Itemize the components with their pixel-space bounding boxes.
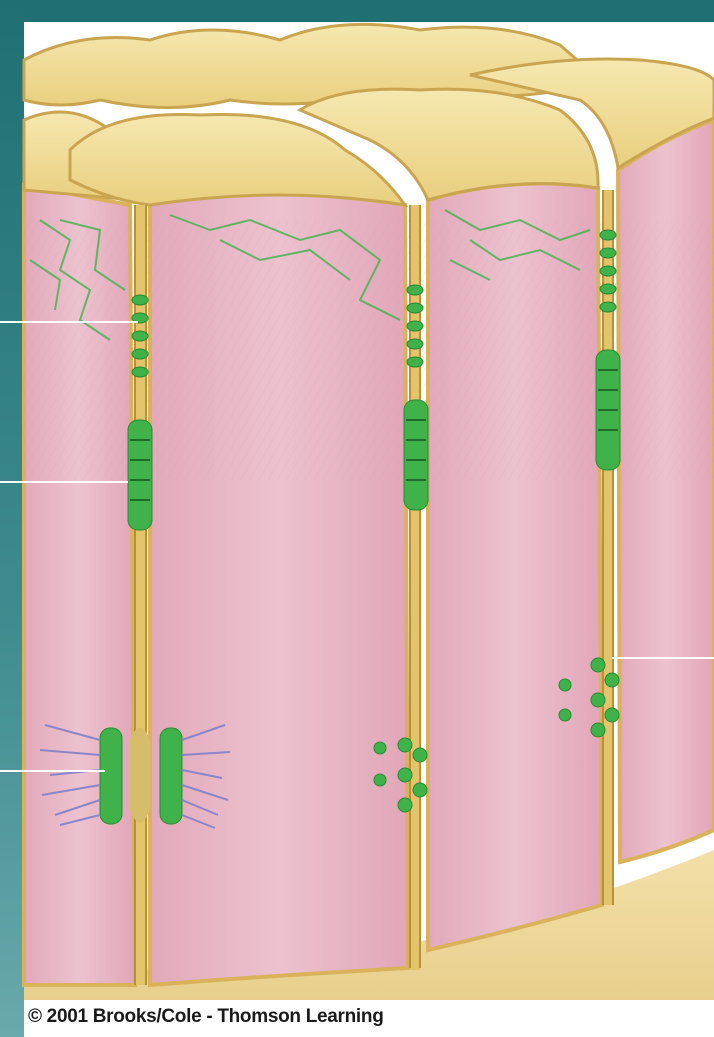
cell-tops: [24, 24, 714, 205]
copyright-notice: © 2001 Brooks/Cole - Thomson Learning: [28, 1006, 384, 1028]
